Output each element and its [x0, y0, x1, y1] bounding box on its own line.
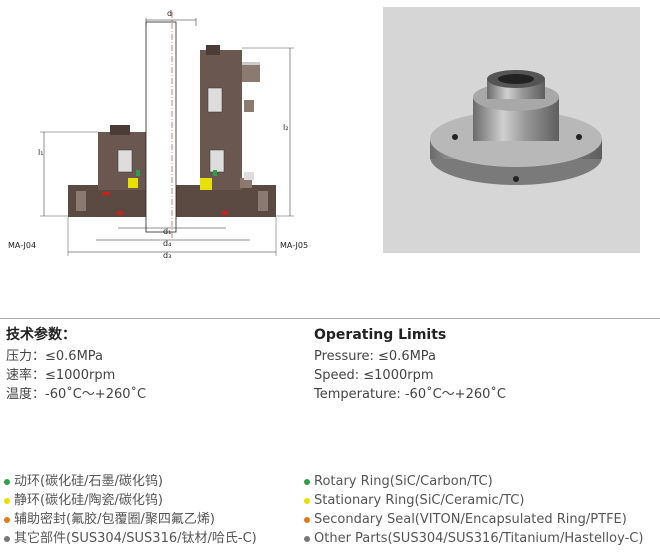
legend-cn-item: 动环(碳化硅/石墨/碳化钨) — [4, 472, 257, 491]
spec-cn-speed: 速率：≤1000rpm — [6, 368, 116, 383]
legend-cn-item: 辅助密封(氟胶/包覆圈/聚四氟乙烯) — [4, 510, 257, 529]
legend-en-rotary: Rotary Ring(SiC/Carbon/TC) — [314, 474, 493, 489]
specs-en-title: Operating Limits — [314, 327, 447, 343]
legend-cn-item: 其它部件(SUS304/SUS316/钛材/哈氏-C) — [4, 529, 257, 548]
legend-cn-other: 其它部件(SUS304/SUS316/钛材/哈氏-C) — [14, 531, 257, 546]
spec-en-temp: Temperature: -60˚C～+260˚C — [314, 387, 506, 402]
spec-en-pressure: Pressure: ≤0.6MPa — [314, 349, 437, 364]
seal-product-illustration — [430, 70, 602, 185]
specs-cn-title: 技术参数： — [6, 327, 76, 343]
dim-d4: d₄ — [163, 239, 171, 248]
section-divider — [0, 318, 660, 319]
legend-cn-stationary: 静环(碳化硅/陶瓷/碳化钨) — [14, 493, 163, 508]
dim-l2: l₂ — [283, 123, 288, 132]
legend-en-stationary: Stationary Ring(SiC/Ceramic/TC) — [314, 493, 525, 508]
label-ma-j05: MA-J05 — [280, 241, 308, 250]
legend-en-item: Stationary Ring(SiC/Ceramic/TC) — [304, 491, 643, 510]
seal-cross-section-drawing: d l₁ l₂ d₁ d₄ d₃ MA-J04 MA-J05 — [8, 9, 308, 260]
product-photo — [383, 7, 640, 253]
spec-en-speed: Speed: ≤1000rpm — [314, 368, 434, 383]
dim-d1: d₁ — [163, 227, 171, 236]
green-dot-icon — [4, 478, 10, 485]
legend-en: Rotary Ring(SiC/Carbon/TC) Stationary Ri… — [304, 472, 643, 548]
specs-cn: 技术参数： 压力：≤0.6MPa 速率：≤1000rpm 温度：-60˚C～+2… — [6, 326, 146, 404]
specs-en: Operating Limits Pressure: ≤0.6MPa Speed… — [314, 326, 506, 404]
orange-dot-icon — [304, 516, 310, 523]
legend-cn-secondary: 辅助密封(氟胶/包覆圈/聚四氟乙烯) — [14, 512, 215, 527]
legend-cn: 动环(碳化硅/石墨/碳化钨) 静环(碳化硅/陶瓷/碳化钨) 辅助密封(氟胶/包覆… — [4, 472, 257, 548]
legend-en-item: Rotary Ring(SiC/Carbon/TC) — [304, 472, 643, 491]
legend-cn-item: 静环(碳化硅/陶瓷/碳化钨) — [4, 491, 257, 510]
spec-cn-pressure: 压力：≤0.6MPa — [6, 349, 104, 364]
dim-l1: l₁ — [38, 148, 43, 157]
orange-dot-icon — [4, 516, 10, 523]
legend-en-item: Secondary Seal(VITON/Encapsulated Ring/P… — [304, 510, 643, 529]
legend-en-secondary: Secondary Seal(VITON/Encapsulated Ring/P… — [314, 512, 627, 527]
dim-d3: d₃ — [163, 251, 171, 260]
spec-cn-temp: 温度：-60˚C～+260˚C — [6, 387, 147, 402]
gray-dot-icon — [4, 535, 10, 542]
green-dot-icon — [304, 478, 310, 485]
legend-en-other: Other Parts(SUS304/SUS316/Titanium/Haste… — [314, 531, 644, 546]
legend-en-item: Other Parts(SUS304/SUS316/Titanium/Haste… — [304, 529, 643, 548]
gray-dot-icon — [304, 535, 310, 542]
dim-d: d — [167, 9, 172, 18]
yellow-dot-icon — [304, 497, 310, 504]
yellow-dot-icon — [4, 497, 10, 504]
label-ma-j04: MA-J04 — [8, 241, 36, 250]
legend-cn-rotary: 动环(碳化硅/石墨/碳化钨) — [14, 474, 163, 489]
